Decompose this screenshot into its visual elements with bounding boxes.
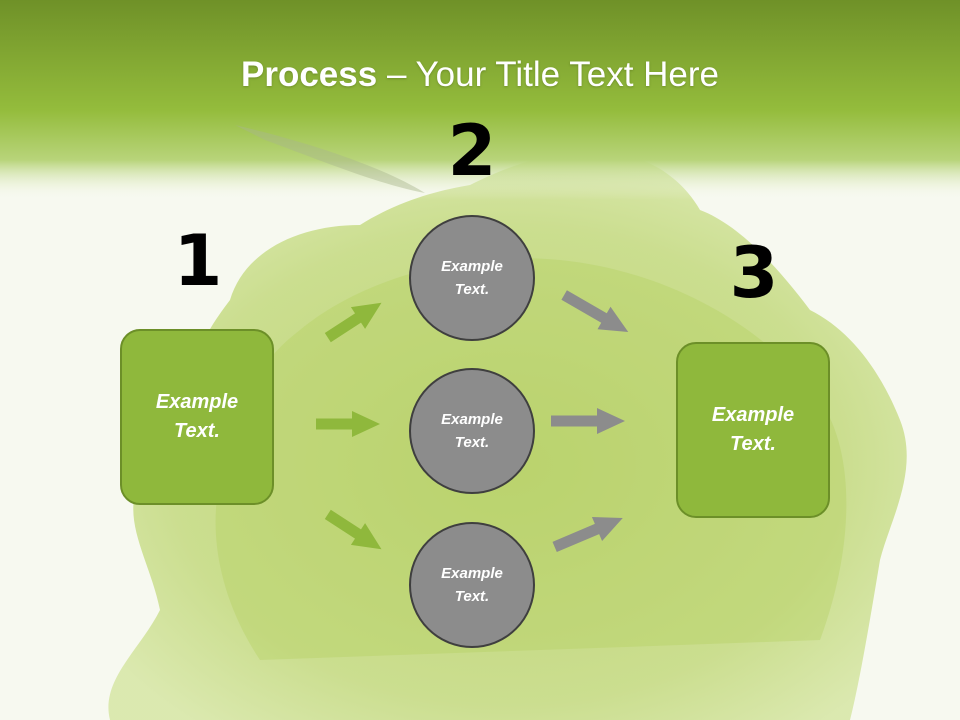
title-rest: – Your Title Text Here: [377, 55, 719, 94]
circle-top-line1: Example: [441, 258, 503, 275]
step-number-1: 1: [173, 220, 223, 302]
circle-bottom-line1: Example: [441, 565, 503, 582]
circle-bottom-line2: Text.: [454, 588, 490, 605]
circle-middle-line1: Example: [441, 411, 503, 428]
circle-middle: Example Text.: [409, 368, 535, 494]
start-box-line1: Example: [155, 391, 239, 413]
title-bold: Process: [241, 55, 378, 94]
start-box: Example Text.: [120, 329, 274, 505]
arrow-bottom-to-3: [552, 517, 623, 553]
circle-top-line2: Text.: [454, 281, 490, 298]
circle-bottom: Example Text.: [409, 522, 535, 648]
step-number-3: 3: [729, 232, 779, 314]
leaf-shadow: [235, 125, 425, 193]
slide-title: Process – Your Title Text Here: [0, 54, 960, 96]
arrow-1-to-bottom: [324, 509, 382, 550]
arrow-1-to-middle: [316, 411, 380, 437]
circle-middle-line2: Text.: [454, 434, 490, 451]
end-box-line1: Example: [711, 404, 795, 426]
arrow-1-to-top: [324, 302, 382, 343]
header-band: [0, 0, 960, 200]
end-box: Example Text.: [676, 342, 830, 518]
end-box-line2: Text.: [730, 433, 776, 455]
step-number-2: 2: [447, 110, 497, 192]
arrow-middle-to-3: [551, 408, 625, 434]
arrow-top-to-3: [561, 290, 629, 332]
start-box-line2: Text.: [174, 420, 220, 442]
circle-top: Example Text.: [409, 215, 535, 341]
